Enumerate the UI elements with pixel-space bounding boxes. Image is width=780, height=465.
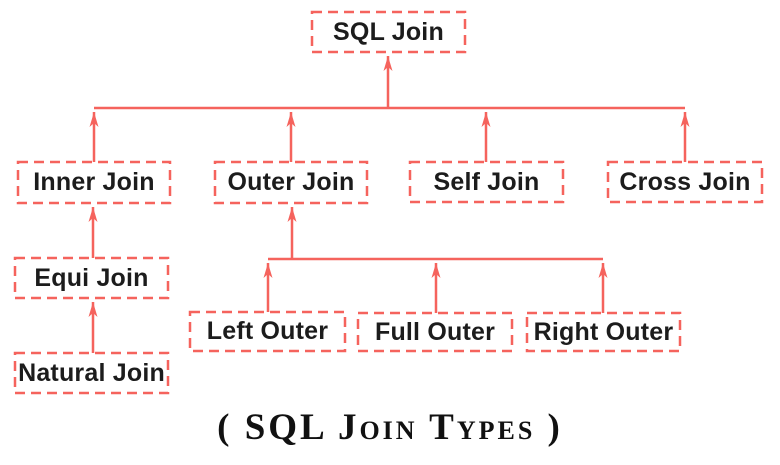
node-outer-join: Outer Join (227, 168, 355, 196)
node-natural-join: Natural Join (18, 358, 165, 387)
left-outer-box (188, 310, 347, 353)
node-self-join: Self Join (433, 167, 540, 196)
node-equi-join: Equi Join (34, 263, 149, 292)
node-sql-join: SQL Join (333, 17, 444, 46)
diagram-caption: ( SQL Join Types ) (217, 407, 563, 448)
node-right-outer: Right Outer (533, 317, 674, 346)
node-full-outer: Full Outer (374, 317, 496, 346)
node-left-outer: Left Outer (206, 317, 329, 345)
node-inner-join: Inner Join (33, 168, 155, 196)
cross-join-box (606, 160, 764, 204)
node-cross-join: Cross Join (619, 167, 751, 196)
